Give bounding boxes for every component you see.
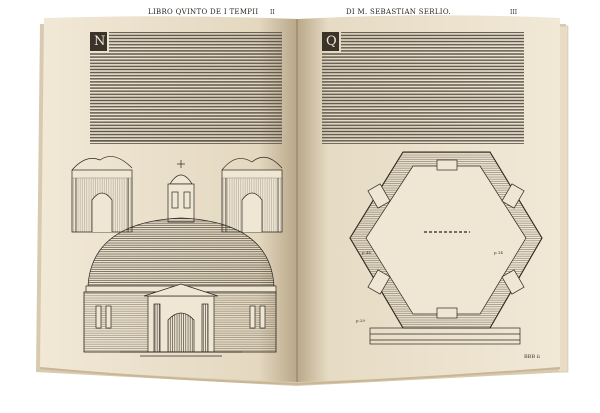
right-hexagon-plan [349, 151, 543, 345]
right-running-head: DI M. SEBASTIAN SERLIO. [346, 8, 452, 16]
left-page-number: II [270, 9, 275, 16]
right-initial-letter: Q [326, 34, 337, 49]
left-running-head: LIBRO QVINTO DE I TEMPII [148, 8, 259, 16]
left-text-block [109, 32, 282, 52]
plan-label-bottom: p.29 [356, 318, 365, 323]
plan-label-right: p.14 [494, 250, 503, 255]
right-initial-box [322, 32, 339, 51]
left-initial-box [90, 32, 107, 51]
page-signature: BBB ii [524, 354, 540, 360]
left-dome-elevation [71, 156, 283, 357]
left-initial-letter: N [94, 34, 106, 49]
right-text-block [341, 32, 524, 52]
right-page-number: III [510, 9, 518, 16]
plan-label-left: p.44 [362, 250, 371, 255]
